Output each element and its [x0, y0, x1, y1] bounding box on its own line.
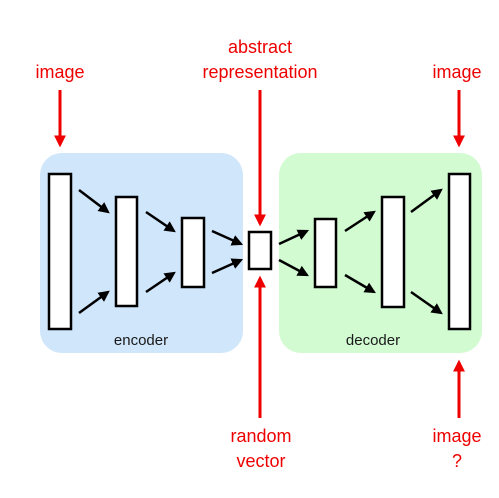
random-label-line2: vector	[236, 451, 285, 471]
encoder-layer-1	[47, 172, 73, 331]
image-question-line2: ?	[452, 451, 462, 471]
arrow-dec-1a	[278, 229, 310, 246]
arrow-dec-2b	[344, 273, 376, 294]
image-question-line1: image	[432, 426, 481, 446]
decoder-label: decoder	[346, 332, 400, 349]
encoder-label: encoder	[114, 332, 168, 349]
arrow-enc-1a	[78, 189, 110, 214]
arrow-enc-3b	[211, 258, 244, 275]
arrow-enc-2b	[145, 271, 176, 294]
image-input-label: image	[35, 62, 84, 82]
arrow-enc-2a	[145, 210, 176, 233]
arrow-dec-3b	[410, 290, 443, 315]
decoder-layer-1	[313, 217, 338, 289]
arrow-dec-3a	[410, 188, 443, 214]
arrow-dec-1b	[278, 258, 309, 277]
decoder-layer-3	[447, 172, 472, 331]
abstract-label-line2: representation	[202, 62, 317, 82]
encoder-layer-2	[114, 195, 139, 308]
image-output-label: image	[432, 62, 481, 82]
arrow-enc-3a	[211, 229, 244, 246]
arrow-dec-2a	[344, 210, 376, 233]
arrow-enc-1b	[78, 290, 110, 315]
random-label-line1: random	[230, 426, 291, 446]
code-layer	[247, 230, 273, 271]
encoder-layer-3	[180, 216, 206, 289]
decoder-region	[279, 153, 482, 353]
abstract-label-line1: abstract	[228, 37, 292, 57]
decoder-layer-2	[380, 195, 406, 309]
